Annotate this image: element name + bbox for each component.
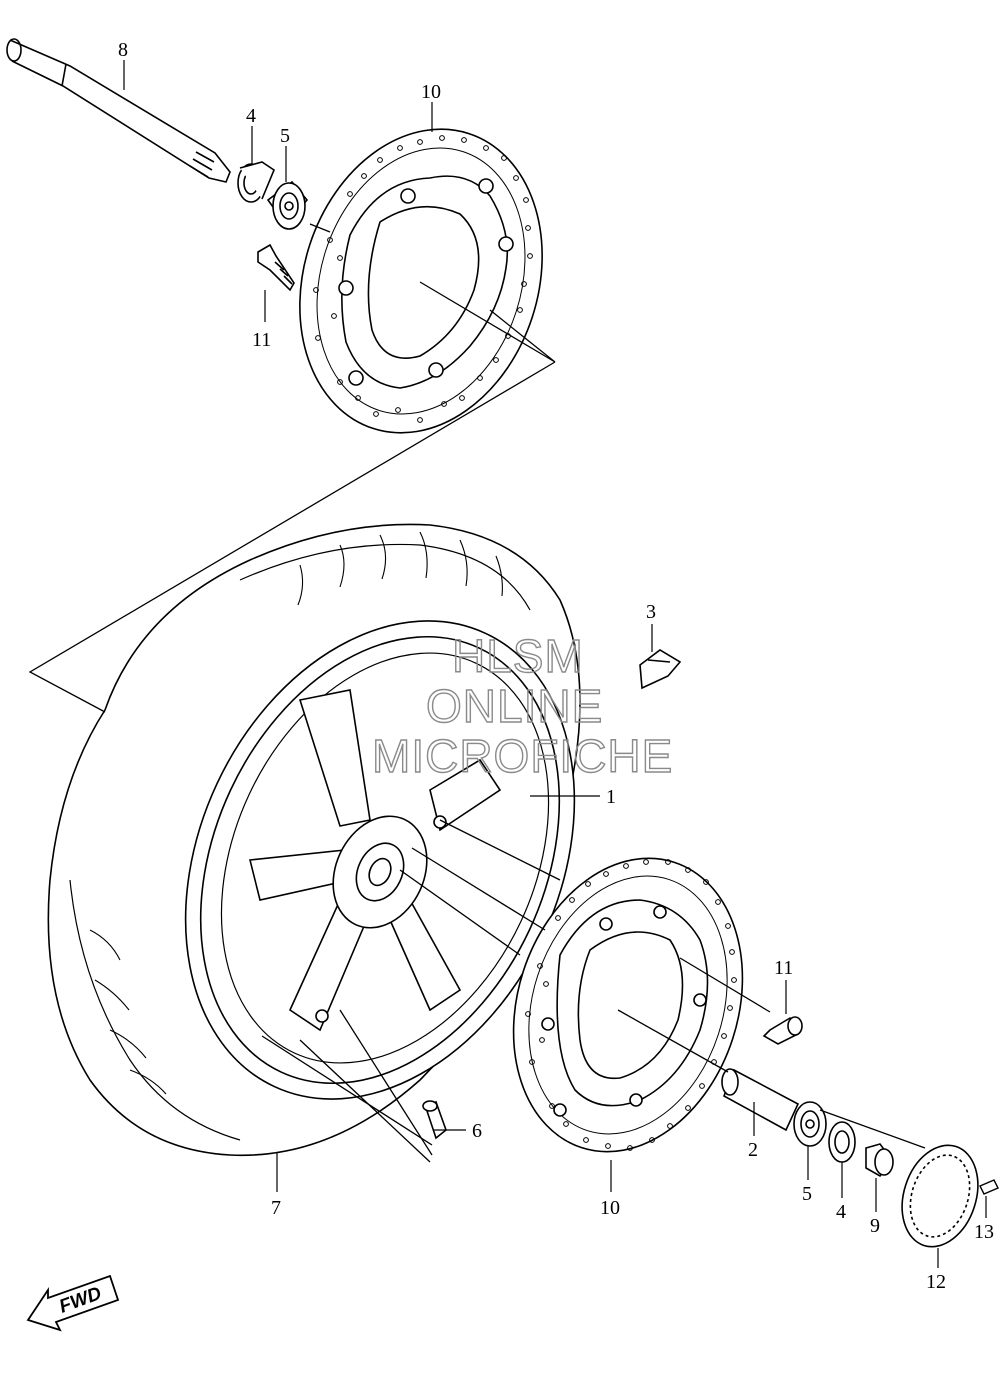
collar-part-9 bbox=[865, 1143, 894, 1178]
callout-5-top: 5 bbox=[280, 125, 290, 147]
spacer-part-2 bbox=[721, 1068, 800, 1132]
callout-8: 8 bbox=[118, 39, 128, 61]
assembly-lines bbox=[28, 223, 926, 1163]
brake-disc-part-10-top bbox=[299, 128, 543, 434]
callout-11-top: 11 bbox=[252, 329, 271, 351]
callout-4-bottom: 4 bbox=[836, 1201, 846, 1223]
callout-2: 2 bbox=[748, 1139, 758, 1161]
callout-11-bottom: 11 bbox=[774, 957, 793, 979]
callout-4-top: 4 bbox=[246, 105, 256, 127]
bolt-part-11-top bbox=[257, 243, 295, 292]
seal-part-4-bottom bbox=[828, 1121, 856, 1163]
sensor-ring-part-12 bbox=[901, 1144, 979, 1248]
balance-weight-part-3 bbox=[639, 649, 682, 690]
callout-12: 12 bbox=[926, 1271, 946, 1293]
seal-part-4-top bbox=[237, 161, 275, 203]
callout-5-bottom: 5 bbox=[802, 1183, 812, 1205]
callout-10-bottom: 10 bbox=[600, 1197, 620, 1219]
watermark-line-3: MICROFICHE bbox=[372, 730, 673, 782]
bearing-part-5-top bbox=[266, 180, 309, 230]
callout-6: 6 bbox=[472, 1120, 482, 1142]
callout-9: 9 bbox=[870, 1215, 880, 1237]
watermark-line-1: HLSM bbox=[452, 630, 584, 682]
axle-part-8 bbox=[6, 38, 231, 183]
valve-part-6 bbox=[422, 1100, 447, 1140]
watermark-line-2: ONLINE bbox=[426, 680, 603, 732]
bolt-part-11-bottom bbox=[762, 1016, 803, 1045]
callout-leaders bbox=[123, 60, 987, 1268]
callout-1: 1 bbox=[606, 786, 616, 808]
brake-disc-part-10-bottom bbox=[512, 857, 744, 1153]
callout-10-top: 10 bbox=[421, 81, 441, 103]
callout-13: 13 bbox=[974, 1221, 994, 1243]
callout-3: 3 bbox=[646, 601, 656, 623]
wheel-rim-part-1 bbox=[184, 620, 576, 1100]
forward-arrow-icon: FWD bbox=[26, 1274, 120, 1332]
screw-part-13 bbox=[979, 1179, 999, 1195]
callout-7: 7 bbox=[271, 1197, 281, 1219]
bearing-part-5-bottom bbox=[793, 1101, 827, 1147]
